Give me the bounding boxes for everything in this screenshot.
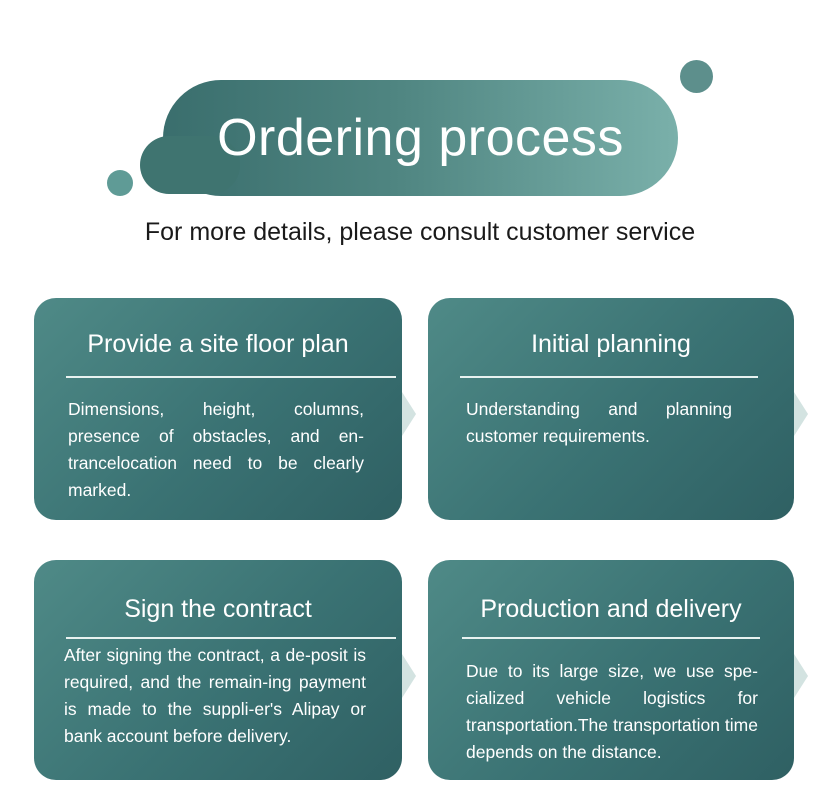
step-title: Production and delivery (480, 595, 742, 623)
step-divider (66, 376, 396, 378)
step-card-production-delivery: Production and delivery Due to its large… (428, 560, 808, 780)
arrow-notch-icon (794, 654, 808, 698)
step-title: Initial planning (531, 330, 691, 358)
step-divider (460, 376, 758, 378)
step-card-site-floor-plan: Provide a site floor plan Dimensions, he… (34, 298, 416, 520)
step-card-sign-contract: Sign the contract After signing the cont… (34, 560, 416, 780)
step-description: Understanding and planning customer requ… (466, 399, 732, 446)
step-description: Due to its large size, we use spe-cializ… (466, 661, 758, 762)
decor-dot-right (680, 60, 713, 93)
step-divider (462, 637, 760, 639)
arrow-notch-icon (794, 392, 808, 436)
page-subtitle: For more details, please consult custome… (144, 218, 696, 246)
page-title: Ordering process (217, 109, 624, 167)
step-divider (66, 637, 396, 639)
decor-blob (140, 136, 240, 194)
step-description: Dimensions, height, columns, presence of… (68, 399, 364, 500)
step-title: Provide a site floor plan (87, 330, 349, 358)
arrow-notch-icon (402, 392, 416, 436)
arrow-notch-icon (402, 654, 416, 698)
step-card-initial-planning: Initial planning Understanding and plann… (428, 298, 808, 520)
title-banner (163, 80, 678, 196)
step-description: After signing the contract, a de-posit i… (64, 645, 366, 746)
step-title: Sign the contract (124, 595, 312, 623)
decor-dot-left (107, 170, 133, 196)
